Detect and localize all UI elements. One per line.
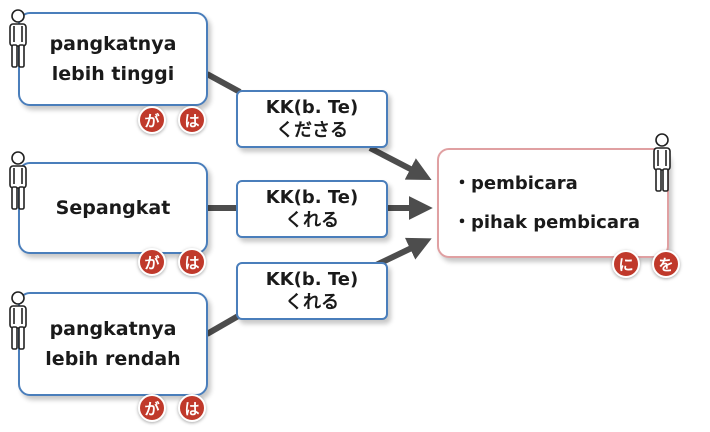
verb-kureru-lower-line2: くれる: [285, 292, 339, 313]
particle-ni-badge: に: [612, 250, 640, 278]
subject-higher-line2: lebih tinggi: [51, 63, 175, 85]
person-icon: [653, 133, 671, 192]
subject-box-same: Sepangkat: [18, 162, 208, 254]
connector-bottom-subject: [205, 312, 242, 337]
connector-top-subject: [205, 71, 242, 95]
verb-kureru-same-line1: KK(b. Te): [265, 187, 359, 208]
person-icon: [9, 151, 27, 210]
verb-kudasaru-line1: KK(b. Te): [265, 97, 359, 118]
target-item-pembicara: ・pembicara: [453, 173, 578, 194]
verb-kureru-lower-line1: KK(b. Te): [265, 269, 359, 290]
particle-wa-badge-lower: は: [178, 394, 206, 422]
verb-kudasaru-line2: くださる: [276, 120, 348, 141]
subject-box-higher: pangkatnya lebih tinggi: [18, 12, 208, 106]
target-box: ・pembicara ・pihak pembicara: [437, 148, 669, 258]
verb-box-kureru-same: KK(b. Te) くれる: [236, 180, 388, 238]
particle-wo-badge: を: [652, 250, 680, 278]
target-item-pihak-pembicara: ・pihak pembicara: [453, 212, 640, 233]
person-icon: [9, 9, 27, 68]
verb-box-kureru-lower: KK(b. Te) くれる: [236, 262, 388, 320]
arrow-top-to-target: [368, 145, 432, 180]
subject-higher-line1: pangkatnya: [49, 33, 177, 55]
subject-lower-line1: pangkatnya: [49, 318, 177, 340]
person-icon: [9, 291, 27, 350]
subject-box-lower: pangkatnya lebih rendah: [18, 292, 208, 396]
particle-ga-badge-lower: が: [138, 394, 166, 422]
particle-ga-badge-same: が: [138, 248, 166, 276]
verb-kureru-same-line2: くれる: [285, 210, 339, 231]
particle-wa-badge-higher: は: [178, 106, 206, 134]
subject-lower-line2: lebih rendah: [45, 348, 181, 370]
particle-ga-badge-higher: が: [138, 106, 166, 134]
particle-wa-badge-same: は: [178, 248, 206, 276]
verb-box-kudasaru: KK(b. Te) くださる: [236, 90, 388, 148]
subject-same-line1: Sepangkat: [55, 197, 171, 219]
